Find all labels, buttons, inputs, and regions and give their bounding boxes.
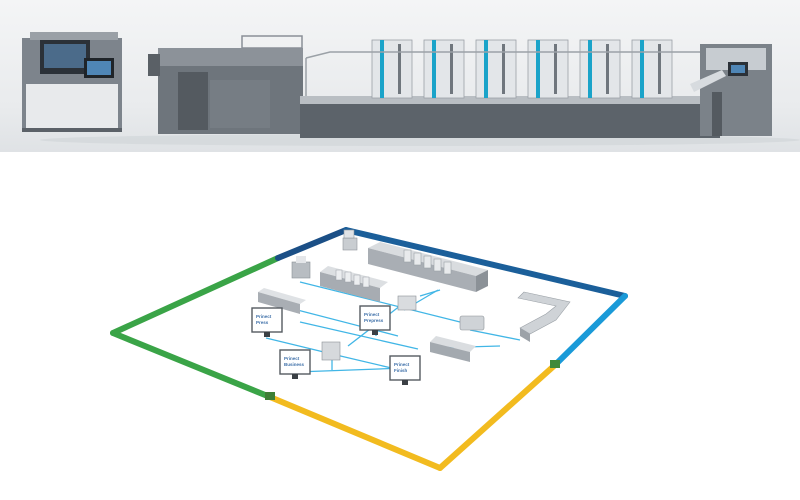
printing-unit (423, 39, 465, 99)
monitor-icon: Prinect Press (251, 307, 283, 337)
printing-unit (475, 39, 517, 99)
monitor-icon: Prinect Prepress (359, 305, 391, 335)
monitor-label: Finish (394, 368, 408, 373)
monitor-label: Prinect (256, 314, 272, 319)
folder-machine-icon (430, 336, 476, 362)
folder-machine-icon (517, 291, 571, 342)
press-banner (0, 0, 800, 152)
printing-unit (371, 39, 413, 99)
monitor-label: Prinect (394, 362, 410, 367)
press-machine-icon (320, 266, 388, 302)
print-shop-network-diagram: Prinect Press Prinect Prepress Prinect B… (0, 152, 800, 500)
control-console-icon (291, 256, 311, 279)
monitor-label: Business (284, 362, 305, 367)
feeder-unit (148, 35, 303, 134)
control-console-icon (22, 32, 122, 132)
workflow-frame (110, 227, 628, 471)
monitor-label: Prepress (364, 318, 384, 323)
press-machine-icon (368, 242, 488, 292)
folder-machine-icon (258, 288, 306, 314)
monitor-label: Press (256, 320, 269, 325)
press-machine-icon (300, 39, 725, 138)
server-icon (342, 229, 358, 251)
printer-icon (397, 295, 417, 311)
server-icon (321, 341, 341, 361)
printing-unit (579, 39, 621, 99)
printer-icon (459, 315, 485, 331)
monitor-icon: Prinect Business (279, 349, 311, 379)
monitor-label: Prinect (364, 312, 380, 317)
printing-unit (631, 39, 673, 99)
delivery-unit (690, 44, 772, 136)
monitor-icon: Prinect Finish (389, 355, 421, 385)
monitor-label: Prinect (284, 356, 300, 361)
printing-unit (527, 39, 569, 99)
